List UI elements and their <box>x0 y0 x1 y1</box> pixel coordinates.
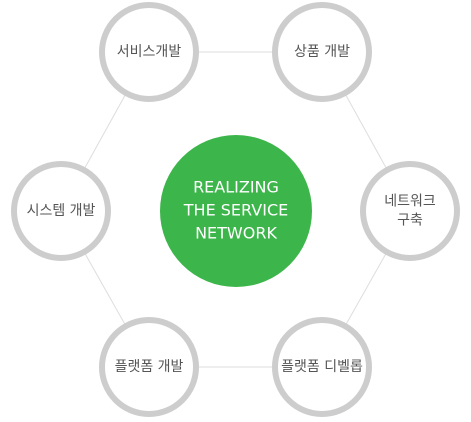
node-label: 구축 <box>397 213 423 229</box>
node-label: 플랫폼 개발 <box>115 359 184 375</box>
center-circle <box>160 135 312 287</box>
center-node: REALIZING THE SERVICE NETWORK <box>160 135 312 287</box>
node-circle <box>99 317 199 417</box>
node-platform-dev: 플랫폼 개발 <box>99 317 199 417</box>
node-circle <box>272 2 372 102</box>
node-label: 서비스개발 <box>117 44 182 60</box>
node-circle <box>272 317 372 417</box>
node-label: 시스템 개발 <box>27 203 96 219</box>
node-circle <box>99 2 199 102</box>
center-line-3: NETWORK <box>195 224 277 243</box>
node-service-dev: 서비스개발 <box>99 2 199 102</box>
center-line-1: REALIZING <box>193 178 279 197</box>
node-circle <box>11 161 111 261</box>
node-label: 플랫폼 디벨롭 <box>281 359 363 375</box>
center-line-2: THE SERVICE <box>183 201 288 220</box>
node-circle <box>360 161 460 261</box>
node-label: 상품 개발 <box>294 44 350 60</box>
node-product-dev: 상품 개발 <box>272 2 372 102</box>
node-label: 네트워크 <box>384 194 436 210</box>
node-system-dev: 시스템 개발 <box>11 161 111 261</box>
node-platform-develop: 플랫폼 디벨롭 <box>272 317 372 417</box>
